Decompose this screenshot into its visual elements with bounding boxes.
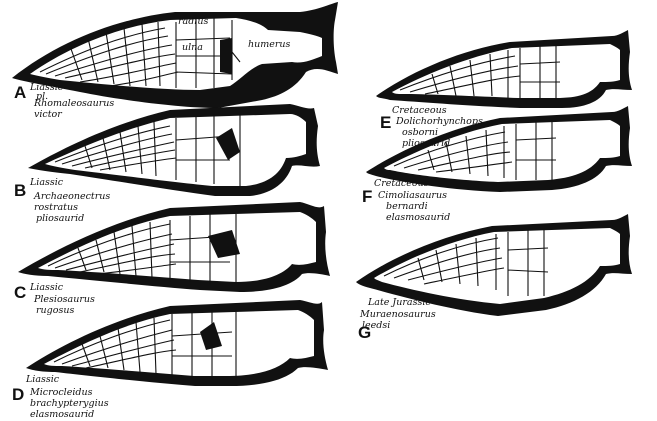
flipper-b — [28, 104, 320, 196]
panel-d-line-4: elasmosaurid — [30, 409, 94, 420]
panel-e-line-2: Dolichorhynchops — [395, 116, 483, 127]
panel-f-line-2: Cimoliasaurus — [378, 190, 447, 201]
panel-d-line-2: Microcleidus — [29, 387, 93, 398]
panel-f-line-1: Cretaceous — [374, 178, 429, 189]
panel-d-line-3: brachypterygius — [30, 398, 109, 409]
panel-e-line-1: Cretaceous — [392, 105, 447, 116]
ulna-label: ulna — [182, 42, 203, 53]
panel-d-line-1: Liassic — [25, 374, 60, 385]
panel-letter-b: B — [14, 181, 26, 200]
panel-b-line-1: Liassic — [29, 177, 64, 188]
panel-g-line-1: Late Jurassic — [367, 297, 431, 308]
humerus-label: humerus — [248, 39, 291, 50]
panel-b-line-3: rostratus — [34, 202, 78, 213]
panel-c-line-1: Liassic — [29, 282, 64, 293]
panel-b-line-2: Archaeonectrus — [33, 191, 110, 202]
panel-a-line-2: Rhomaleosaurus — [33, 98, 114, 109]
panel-f-line-3: bernardi — [386, 201, 428, 212]
panel-a-line-3: victor — [34, 109, 63, 120]
panel-g-line-2: Muraenosaurus — [359, 309, 436, 320]
panel-b-line-4: pliosaurid — [36, 213, 84, 224]
panel-c-line-2: Plesiosaurus — [33, 294, 95, 305]
panel-letter-f: F — [362, 187, 372, 206]
panel-f-line-4: elasmosaurid — [386, 212, 450, 223]
panel-g-line-3: leedsi — [362, 320, 390, 331]
panel-letter-d: D — [12, 385, 24, 404]
radius-label: radius — [178, 16, 208, 27]
panel-letter-a: A — [14, 83, 26, 102]
panel-letter-e: E — [380, 113, 391, 132]
panel-c-line-3: rugosus — [36, 305, 74, 316]
flipper-e — [376, 30, 632, 108]
panel-letter-c: C — [14, 283, 26, 302]
panel-e-line-4: pliosaurid — [402, 138, 450, 149]
panel-e-line-3: osborni — [402, 127, 438, 138]
